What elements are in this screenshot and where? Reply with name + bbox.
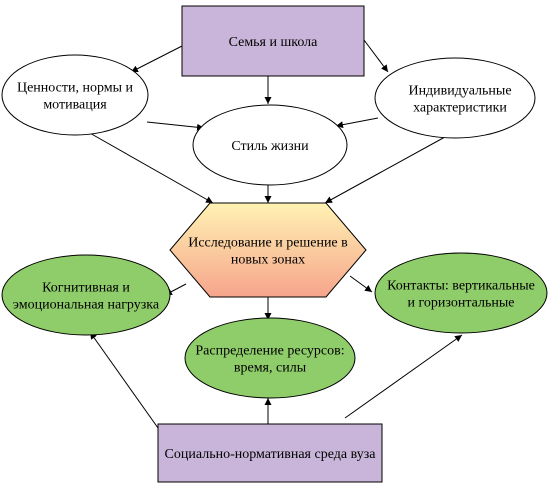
research-text-line: новых зонах (231, 253, 305, 268)
resources-text-line: время, силы (234, 361, 307, 376)
node-cognitive-shape (1, 254, 171, 336)
edge-values-lifestyle (146, 121, 205, 131)
node-lifestyle-shape (192, 104, 348, 186)
edge-environment-cognitive (89, 331, 159, 429)
individual-text-line: характеристики (413, 101, 507, 116)
edge-family-individual (363, 39, 389, 73)
node-environment-text: Социально-нормативная среда вуза (165, 447, 377, 462)
node-research-shape (169, 202, 367, 298)
node-contacts: Контакты: вертикальные и горизонтальные (374, 252, 548, 334)
edge-family-values (130, 45, 183, 73)
edge-individual-lifestyle (335, 117, 379, 129)
node-lifestyle-text: Стиль жизни (231, 139, 309, 154)
edges (87, 39, 463, 429)
contacts-text-line: и горизонтальные (408, 296, 515, 311)
node-resources-text: Распределение ресурсов: время, силы (195, 344, 344, 376)
contacts-text-line: Контакты: вертикальные (387, 279, 535, 294)
cognitive-text-line: эмоциональная нагрузка (13, 298, 160, 313)
node-individual-text: Индивидуальные характеристики (408, 84, 511, 116)
lifestyle-text-line: Стиль жизни (231, 139, 309, 154)
node-contacts-shape (374, 252, 548, 334)
node-research: Исследование и решение в новых зонах (169, 202, 367, 298)
node-cognitive: Когнитивная и эмоциональная нагрузка (1, 254, 171, 336)
edge-research-contacts (349, 275, 373, 293)
node-research-text: Исследование и решение в новых зонах (188, 236, 348, 268)
values-text-line: мотивация (43, 98, 107, 113)
node-lifestyle: Стиль жизни (192, 104, 348, 186)
node-family-shape (181, 5, 365, 77)
edge-values-research (87, 131, 214, 204)
node-values: Ценности, нормы и мотивация (1, 54, 149, 136)
node-values-shape (1, 54, 149, 136)
edge-individual-research (324, 131, 455, 204)
node-resources-shape (184, 317, 356, 399)
family-text-line: Семья и школа (229, 35, 319, 50)
node-environment: Социально-нормативная среда вуза (157, 423, 383, 483)
node-individual: Индивидуальные характеристики (374, 57, 536, 139)
research-text-line: Исследование и решение в (188, 236, 348, 251)
environment-text-line: Социально-нормативная среда вуза (165, 447, 377, 462)
resources-text-line: Распределение ресурсов: (195, 344, 344, 359)
cognitive-text-line: Когнитивная и (42, 281, 130, 296)
individual-text-line: Индивидуальные (408, 84, 511, 99)
node-cognitive-text: Когнитивная и эмоциональная нагрузка (13, 281, 160, 313)
node-individual-shape (374, 57, 536, 139)
values-text-line: Ценности, нормы и (17, 81, 134, 96)
node-contacts-text: Контакты: вертикальные и горизонтальные (387, 279, 535, 311)
edge-environment-contacts (344, 334, 463, 419)
node-family-text: Семья и школа (229, 35, 319, 50)
node-family: Семья и школа (181, 5, 365, 77)
node-environment-shape (157, 423, 383, 483)
node-values-text: Ценности, нормы и мотивация (17, 81, 134, 113)
node-resources: Распределение ресурсов: время, силы (184, 317, 356, 399)
